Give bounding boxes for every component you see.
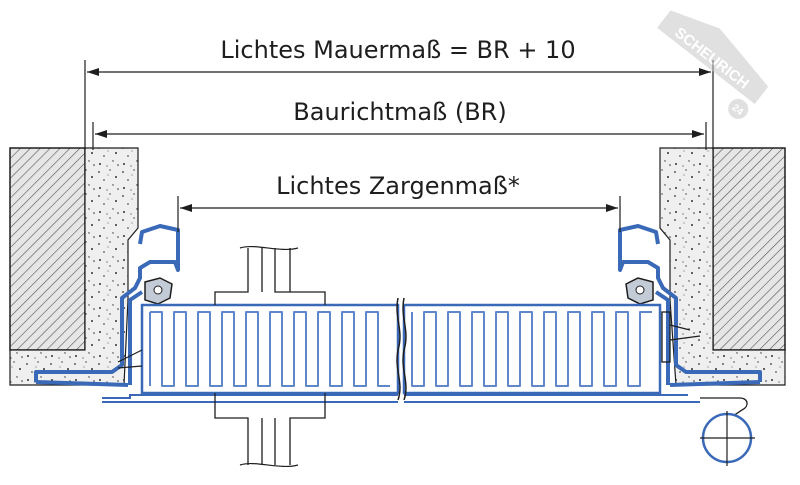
dimension-baurichtmass xyxy=(92,122,707,150)
seal-right xyxy=(625,277,654,305)
hinge-pin-circle xyxy=(700,411,755,466)
label-baurichtmass: Baurichtmaß (BR) xyxy=(293,98,506,126)
hinge-fitting-left xyxy=(117,349,143,369)
wall-left xyxy=(9,147,86,351)
seal-left xyxy=(144,277,173,305)
door-handle xyxy=(214,245,326,468)
wall-right xyxy=(712,147,786,351)
bottom-strip xyxy=(102,394,700,403)
leaf-break-marks xyxy=(396,297,407,401)
hinge-fitting-right xyxy=(661,311,748,419)
dimension-lichtes-mauermass xyxy=(84,60,714,150)
label-lichtes-zargenmass: Lichtes Zargenmaß* xyxy=(276,172,520,200)
door-leaf-right-half xyxy=(402,303,662,395)
dimension-lichtes-zargenmass xyxy=(177,196,621,232)
plaster-right xyxy=(659,147,786,386)
label-lichtes-mauermass: Lichtes Mauermaß = BR + 10 xyxy=(220,36,575,64)
scheurich-logo-watermark: SCHEURICH 24 xyxy=(656,10,769,119)
frame-profile-right xyxy=(618,224,762,387)
door-leaf-left-half xyxy=(140,303,400,395)
